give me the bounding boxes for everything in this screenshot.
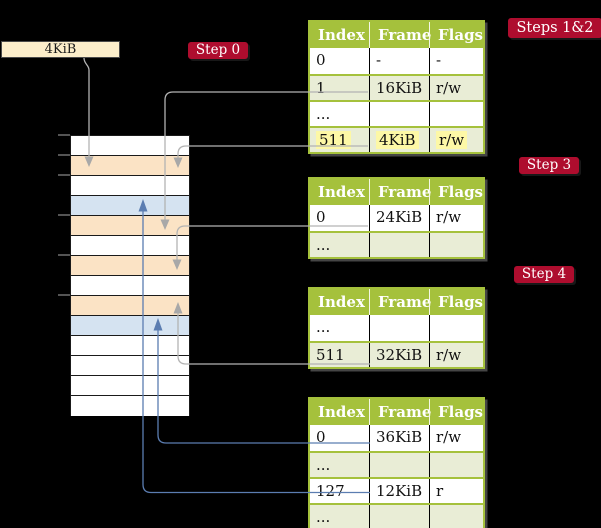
column-header-flags: Flags xyxy=(429,22,483,48)
column-header-flags: Flags xyxy=(429,179,483,205)
table-header: Index Frame Flags xyxy=(310,399,483,425)
cell-flags: r/w xyxy=(429,343,483,367)
table-row: ... xyxy=(310,315,483,341)
cell-flags: r xyxy=(429,479,483,503)
cell-flags: - xyxy=(429,48,483,74)
cell-frame: 4KiB xyxy=(369,128,429,152)
cell-index: ... xyxy=(316,508,331,526)
column-header-flags: Flags xyxy=(429,399,483,425)
cell-flags: r/w xyxy=(429,76,483,100)
column-header-frame: Frame xyxy=(369,399,431,425)
memory-row-3 xyxy=(71,176,189,196)
cell-flags: r/w xyxy=(429,425,483,451)
highlight: 511 xyxy=(316,131,351,149)
cell-frame xyxy=(369,315,429,341)
cell-flags xyxy=(429,315,483,341)
page-table-step4: Index Frame Flags ... 511 32KiB r/w xyxy=(308,287,485,369)
table-row: 1 16KiB r/w xyxy=(310,74,483,100)
cell-frame xyxy=(369,505,429,528)
cell-flags: r/w xyxy=(429,128,483,152)
page-table-step3: Index Frame Flags 0 24KiB r/w ... xyxy=(308,177,485,259)
table-header: Index Frame Flags xyxy=(310,179,483,205)
cell-index: ... xyxy=(316,105,331,123)
cell-index: 0 xyxy=(316,51,326,69)
cell-flags: r/w xyxy=(429,205,483,231)
cell-index: 511 xyxy=(316,346,345,364)
cell-frame xyxy=(369,233,429,257)
memory-row-10 xyxy=(71,316,189,336)
memory-row-6 xyxy=(71,236,189,256)
badge-step-0: Step 0 xyxy=(188,42,248,59)
table-row: 0 24KiB r/w xyxy=(310,205,483,231)
cell-frame: 36KiB xyxy=(369,425,429,451)
frame-size-label-box: 4KiB xyxy=(1,41,120,58)
memory-row-12 xyxy=(71,356,189,376)
cell-index: ... xyxy=(316,456,331,474)
cell-flags xyxy=(429,453,483,477)
cell-index: 127 xyxy=(316,482,345,500)
cell-frame: 12KiB xyxy=(369,479,429,503)
table-row: 511 32KiB r/w xyxy=(310,341,483,367)
table-row: 0 - - xyxy=(310,48,483,74)
column-header-flags: Flags xyxy=(429,289,483,315)
table-row: ... xyxy=(310,451,483,477)
cell-index: 511 xyxy=(310,128,369,152)
column-header-index: Index xyxy=(318,403,365,421)
highlight: r/w xyxy=(436,131,468,149)
cell-index: 0 xyxy=(316,208,326,226)
cell-index: 0 xyxy=(316,428,326,446)
badge-step-4: Step 4 xyxy=(514,266,574,283)
highlight: 4KiB xyxy=(376,131,419,149)
column-header-frame: Frame xyxy=(369,179,431,205)
address-tick-marks xyxy=(58,134,70,296)
cell-frame: - xyxy=(369,48,429,74)
page-table-final: Index Frame Flags 0 36KiB r/w ... 127 12… xyxy=(308,397,485,528)
cell-flags xyxy=(429,233,483,257)
cell-frame xyxy=(369,102,429,126)
cell-frame: 16KiB xyxy=(369,76,429,100)
badge-steps-1-2: Steps 1&2 xyxy=(508,18,601,38)
column-header-frame: Frame xyxy=(369,289,431,315)
cell-frame xyxy=(369,453,429,477)
cell-frame: 32KiB xyxy=(369,343,429,367)
memory-row-11 xyxy=(71,336,189,356)
badge-step-3: Step 3 xyxy=(519,157,579,174)
cell-index: ... xyxy=(316,318,331,336)
column-header-frame: Frame xyxy=(369,22,431,48)
table-header: Index Frame Flags xyxy=(310,289,483,315)
column-header-index: Index xyxy=(318,26,365,44)
memory-row-13 xyxy=(71,376,189,396)
table-row: ... xyxy=(310,503,483,528)
cell-flags xyxy=(429,102,483,126)
memory-row-7 xyxy=(71,256,189,276)
table-row: 0 36KiB r/w xyxy=(310,425,483,451)
memory-row-8 xyxy=(71,276,189,296)
memory-row-9 xyxy=(71,296,189,316)
cell-index: 1 xyxy=(316,79,326,97)
cell-flags xyxy=(429,505,483,528)
memory-row-2 xyxy=(71,156,189,176)
memory-row-5 xyxy=(71,216,189,236)
column-header-index: Index xyxy=(318,183,365,201)
table-row: ... xyxy=(310,231,483,257)
table-row: 127 12KiB r xyxy=(310,477,483,503)
physical-memory-column xyxy=(70,135,190,416)
table-row-highlighted: 511 4KiB r/w xyxy=(310,126,483,152)
cell-frame: 24KiB xyxy=(369,205,429,231)
column-header-index: Index xyxy=(318,293,365,311)
table-header: Index Frame Flags xyxy=(310,22,483,48)
table-row: ... xyxy=(310,100,483,126)
memory-row-14 xyxy=(71,396,189,416)
page-table-steps12: Index Frame Flags 0 - - 1 16KiB r/w ... … xyxy=(308,20,485,154)
memory-row-4 xyxy=(71,196,189,216)
cell-index: ... xyxy=(316,236,331,254)
memory-row-1 xyxy=(71,136,189,156)
